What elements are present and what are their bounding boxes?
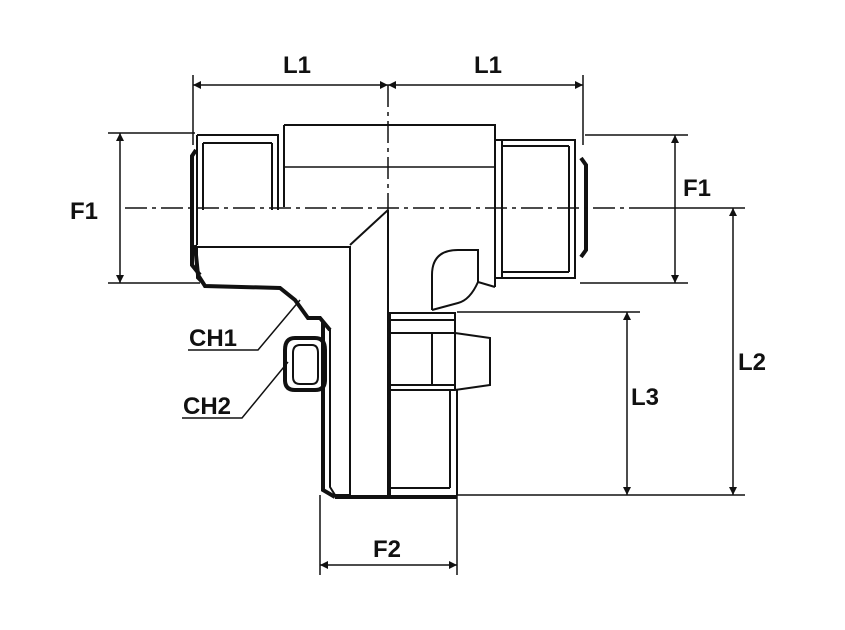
centerlines — [125, 85, 635, 495]
label-l1-right: L1 — [474, 52, 502, 79]
labels: L1 L1 F1 F1 CH1 CH2 L2 L3 F2 — [70, 52, 766, 563]
ch2-leader — [182, 361, 289, 419]
label-l2: L2 — [738, 349, 766, 376]
label-l1-left: L1 — [283, 52, 311, 79]
label-ch1: CH1 — [189, 325, 237, 352]
label-ch2: CH2 — [183, 393, 231, 420]
label-f1-right: F1 — [683, 175, 711, 202]
fitting-body — [190, 124, 588, 499]
ch1-leader — [188, 299, 301, 351]
label-l3: L3 — [631, 384, 659, 411]
label-f2: F2 — [373, 536, 401, 563]
dimensions — [108, 75, 745, 575]
label-f1-left: F1 — [70, 198, 98, 225]
